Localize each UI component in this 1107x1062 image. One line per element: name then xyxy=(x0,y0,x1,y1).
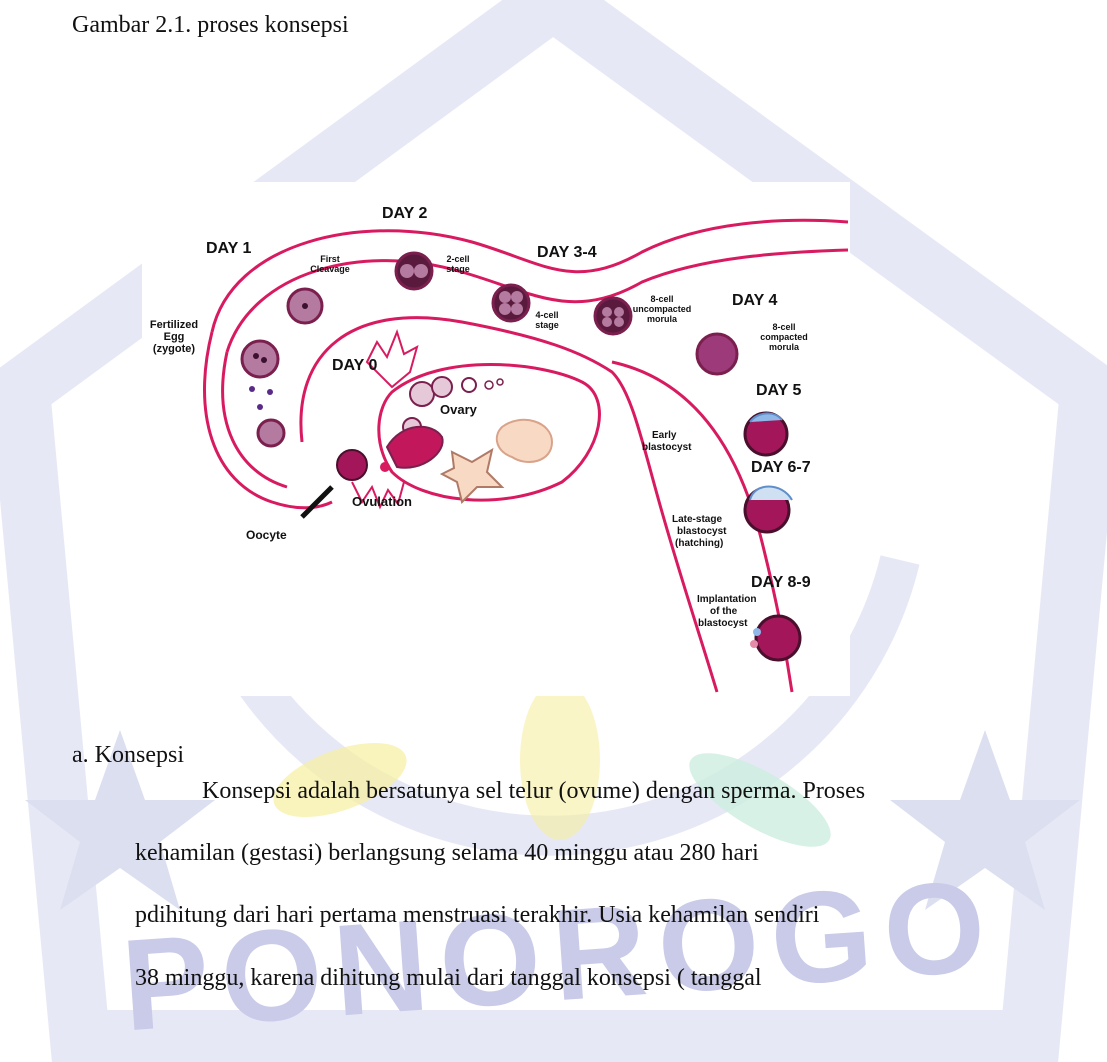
label-two-cell-2: stage xyxy=(446,264,470,274)
label-day0: DAY 0 xyxy=(332,357,377,374)
label-fertilized-3: (zygote) xyxy=(153,343,196,355)
label-implantation-1: Implantation xyxy=(697,594,756,605)
eight-cell-uncompacted xyxy=(595,298,631,334)
label-late-blastocyst-2: blastocyst xyxy=(677,526,727,537)
label-day5: DAY 5 xyxy=(756,382,801,399)
four-cell-embryo xyxy=(493,285,529,321)
figure-caption: Gambar 2.1. proses konsepsi xyxy=(72,12,349,39)
eight-cell-compacted xyxy=(697,334,737,374)
label-implantation-2: of the xyxy=(710,606,738,617)
label-day67: DAY 6-7 xyxy=(751,459,811,476)
fertilized-egg xyxy=(242,341,278,377)
label-ovulation: Ovulation xyxy=(352,494,412,509)
label-day1: DAY 1 xyxy=(206,240,251,257)
label-late-blastocyst-3: (hatching) xyxy=(675,538,723,549)
label-eight-uncompacted-2: uncompacted xyxy=(633,304,692,314)
label-first-cleavage-1: First xyxy=(320,254,340,264)
label-eight-compacted-3: morula xyxy=(769,342,800,352)
paragraph-line-4: 38 minggu, karena dihitung mulai dari ta… xyxy=(135,965,762,992)
label-first-cleavage-2: Cleavage xyxy=(310,264,350,274)
oocyte-release xyxy=(380,462,390,472)
follicle xyxy=(410,382,434,406)
oocyte-arrow xyxy=(302,487,332,517)
label-eight-uncompacted-3: morula xyxy=(647,314,678,324)
label-early-blastocyst-1: Early xyxy=(652,430,677,441)
label-early-blastocyst-2: blastocyst xyxy=(642,442,692,453)
label-fertilized-2: Egg xyxy=(164,331,185,343)
label-four-cell-2: stage xyxy=(535,320,559,330)
label-fertilized-1: Fertilized xyxy=(150,319,198,331)
conception-figure: DAY 2 DAY 1 DAY 3-4 DAY 4 DAY 0 DAY 5 DA… xyxy=(142,182,850,696)
label-eight-uncompacted-1: 8-cell xyxy=(650,294,673,304)
label-day2: DAY 2 xyxy=(382,205,427,222)
label-implantation-3: blastocyst xyxy=(698,618,748,629)
oocyte-cell xyxy=(337,450,367,480)
label-four-cell-1: 4-cell xyxy=(535,310,558,320)
implanting-blastocyst xyxy=(756,616,800,660)
follicle xyxy=(462,378,476,392)
follicle xyxy=(485,381,493,389)
label-day4: DAY 4 xyxy=(732,292,777,309)
follicle xyxy=(432,377,452,397)
watermark-leaf-yellow-2 xyxy=(520,680,600,840)
section-heading: a. Konsepsi xyxy=(72,742,184,769)
label-eight-compacted-1: 8-cell xyxy=(772,322,795,332)
sperm xyxy=(249,386,255,392)
conception-diagram: DAY 2 DAY 1 DAY 3-4 DAY 4 DAY 0 DAY 5 DA… xyxy=(142,182,850,696)
label-day34: DAY 3-4 xyxy=(537,244,597,261)
sperm xyxy=(257,404,263,410)
follicle xyxy=(497,379,503,385)
label-day89: DAY 8-9 xyxy=(751,574,811,591)
paragraph-line-2: kehamilan (gestasi) berlangsung selama 4… xyxy=(135,840,759,867)
label-two-cell-1: 2-cell xyxy=(446,254,469,264)
paragraph-line-1: Konsepsi adalah bersatunya sel telur (ov… xyxy=(202,778,865,805)
label-eight-compacted-2: compacted xyxy=(760,332,808,342)
sperm xyxy=(267,389,273,395)
label-late-blastocyst-1: Late-stage xyxy=(672,514,722,525)
paragraph-line-3: pdihitung dari hari pertama menstruasi t… xyxy=(135,902,819,929)
egg-with-sperm xyxy=(258,420,284,446)
label-oocyte: Oocyte xyxy=(246,528,287,542)
label-ovary: Ovary xyxy=(440,402,478,417)
